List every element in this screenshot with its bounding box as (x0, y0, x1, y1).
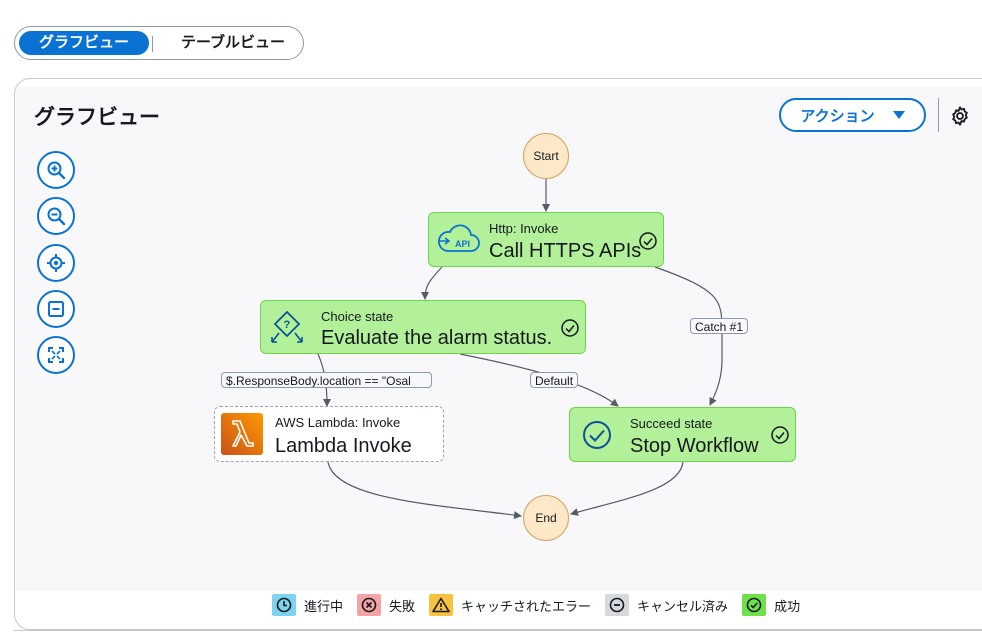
view-toggle: グラフビュー テーブルビュー (14, 26, 304, 60)
legend-label: 進行中 (304, 598, 344, 614)
zoom-out-icon (47, 207, 66, 226)
edge-lambda-end (327, 461, 522, 520)
end-node[interactable]: End (523, 495, 569, 541)
state-type-label: AWS Lambda: Invoke (275, 415, 401, 430)
zoom-in-icon (47, 161, 66, 180)
state-name-label: Stop Workflow (630, 435, 759, 457)
check-circle-icon (771, 426, 789, 444)
edge-succeed-end (570, 461, 684, 516)
state-type-label: Http: Invoke (489, 221, 559, 236)
edge-http-succeed (654, 266, 723, 406)
warning-icon (429, 594, 454, 616)
tab-table-view[interactable]: テーブルビュー (180, 34, 286, 51)
state-stop-workflow[interactable]: Succeed state Stop Workflow (569, 407, 796, 462)
legend-item-caught-error: キャッチされたエラー (429, 594, 591, 616)
legend-label: 成功 (774, 598, 801, 614)
state-name-label: Call HTTPS APIs (489, 240, 642, 262)
zoom-out-button[interactable] (37, 197, 75, 235)
state-type-label: Succeed state (630, 416, 713, 431)
fit-button[interactable] (37, 290, 75, 328)
fullscreen-button[interactable] (37, 336, 75, 374)
gear-icon[interactable] (949, 105, 971, 127)
svg-text:API: API (455, 239, 470, 249)
fit-icon (48, 301, 64, 317)
next-panel-edge (14, 630, 982, 641)
toolbar-divider (938, 98, 939, 132)
legend-item-failed: 失敗 (357, 594, 415, 616)
edge-label-default: Default (530, 372, 579, 388)
toggle-divider (152, 36, 153, 52)
legend-item-in-progress: 進行中 (272, 594, 343, 616)
state-name-label: Lambda Invoke (275, 435, 412, 457)
check-circle-icon (639, 232, 657, 250)
edge-label-condition: $.ResponseBody.location == "Osal (221, 372, 432, 388)
legend-label: キャッチされたエラー (461, 598, 592, 614)
center-button[interactable] (37, 244, 75, 282)
state-evaluate-alarm[interactable]: ? Choice state Evaluate the alarm status… (260, 300, 586, 354)
zoom-in-button[interactable] (37, 151, 75, 189)
state-type-label: Choice state (321, 309, 394, 324)
state-call-https-apis[interactable]: API Http: Invoke Call HTTPS APIs (428, 212, 664, 267)
caret-down-icon (892, 111, 905, 119)
legend-item-cancelled: キャンセル済み (605, 594, 728, 616)
check-circle-icon (742, 594, 767, 616)
api-cloud-icon: API (438, 224, 480, 252)
legend-label: 失敗 (389, 598, 416, 614)
choice-diamond-icon: ? (271, 310, 303, 343)
state-lambda-invoke[interactable]: AWS Lambda: Invoke Lambda Invoke (214, 406, 444, 462)
edge-label-catch: Catch #1 (690, 318, 749, 334)
x-circle-icon (357, 594, 382, 616)
fullscreen-icon (48, 347, 64, 363)
actions-button-label: アクション (800, 107, 875, 125)
svg-text:?: ? (284, 319, 291, 331)
actions-button[interactable]: アクション (779, 98, 926, 132)
panel-title: グラフビュー (34, 106, 160, 129)
clock-icon (272, 594, 296, 616)
succeed-check-icon (583, 421, 611, 449)
lambda-icon (221, 413, 263, 455)
state-name-label: Evaluate the alarm status. (321, 327, 553, 349)
legend-item-succeeded: 成功 (742, 594, 800, 616)
tab-graph-view[interactable]: グラフビュー (19, 31, 149, 55)
center-icon (47, 254, 65, 272)
check-circle-icon (561, 319, 579, 337)
status-legend: 進行中 失敗 キャッチされたエラー キャンセル済み 成功 (272, 594, 814, 616)
minus-circle-icon (605, 594, 630, 616)
start-node[interactable]: Start (523, 133, 569, 179)
edge-http-choice (421, 266, 443, 300)
legend-label: キャンセル済み (637, 598, 729, 614)
